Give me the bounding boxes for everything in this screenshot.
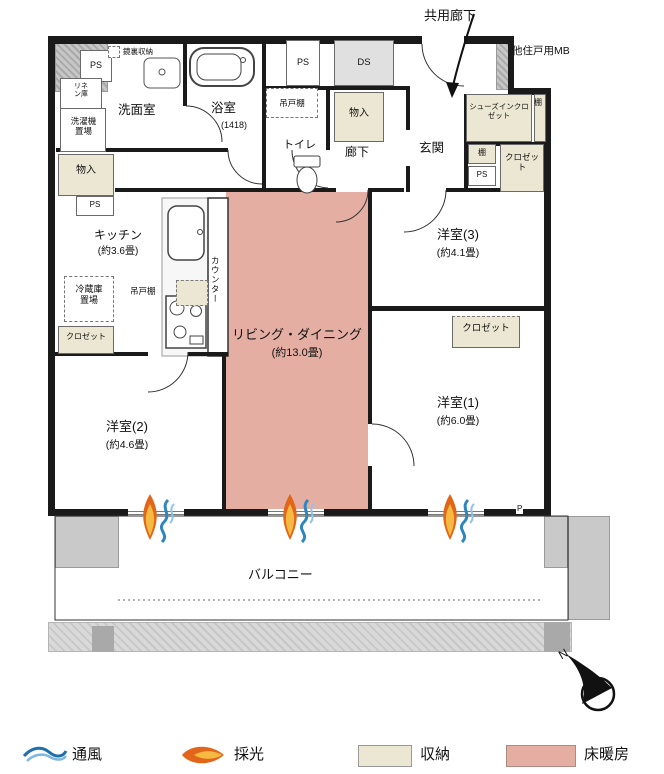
- daylight-wind-icons: [143, 494, 475, 544]
- shelf-small-box: [468, 144, 496, 164]
- hanging-cupboard-kitchen-label: 吊戸棚: [130, 286, 156, 296]
- hanging-cupboard-hall-label: 吊戸棚: [279, 98, 305, 108]
- entrance-label: 玄関: [419, 141, 445, 155]
- kitchen-sink-icon: [167, 205, 205, 261]
- bedroom3-door-arc: [403, 189, 447, 233]
- storage-left-label: 物入: [76, 165, 96, 176]
- wind-swirl-icon: [159, 498, 170, 544]
- ps-label-top-left: PS: [89, 60, 102, 70]
- storage-box-hall: [334, 92, 384, 142]
- bedroom2-size-label: (約4.6畳): [105, 439, 149, 451]
- shoes-in-closet-label: シューズインクロゼット: [469, 102, 529, 120]
- closet-bedroom2-box: [58, 326, 114, 354]
- legend-wind-label: 通風: [72, 746, 103, 763]
- bedroom2-label: 洋室(2): [106, 419, 148, 434]
- bathroom-label: 浴室: [211, 101, 237, 115]
- washer-space-label: 洗濯機置場: [70, 116, 97, 137]
- living-dining-size-label: (約13.0畳): [271, 347, 323, 359]
- closet-entrance-label: クロゼット: [504, 152, 539, 173]
- shoes-in-closet-box: [466, 94, 532, 142]
- bedroom3-size-label: (約4.1畳): [436, 247, 480, 259]
- living-door-arc: [335, 189, 369, 223]
- wind-swirl-icon: [299, 498, 310, 544]
- ps-label-left: PS: [89, 200, 101, 209]
- bedroom1-door-arc: [371, 423, 415, 467]
- parking-label: P: [516, 504, 524, 514]
- bedroom1-size-label: (約6.0畳): [436, 415, 480, 427]
- ds-box: [334, 40, 394, 86]
- ps-label-top-mid: PS: [296, 57, 309, 67]
- balcony-strip-block-left: [92, 626, 114, 652]
- legend-storage-label: 収納: [420, 746, 451, 763]
- linen-cabinet-box: [60, 78, 102, 112]
- bedroom1-label: 洋室(1): [437, 395, 479, 410]
- ps-label-right: PS: [476, 170, 488, 179]
- closet-bedroom2-label: クロゼット: [66, 332, 106, 341]
- closet-entrance-box: [500, 144, 544, 192]
- other-unit-mb-label: 他住戸用MB: [512, 45, 570, 57]
- living-dining-label: リビング・ダイニング: [231, 327, 362, 342]
- hallway-label: 廊下: [345, 145, 370, 159]
- bathroom-door-arc: [185, 105, 223, 143]
- linen-cabinet-label: リネン庫: [74, 83, 88, 99]
- legend: 通風 採光 収納 床暖房: [0, 736, 664, 774]
- bathtub-icon: [189, 47, 255, 87]
- bedroom3-label: 洋室(3): [437, 227, 479, 242]
- ps-box-left: [76, 196, 114, 216]
- washroom-door-arc: [227, 149, 263, 185]
- legend-wind-icon: [22, 746, 68, 762]
- legend-heating-swatch: [506, 745, 576, 767]
- hanging-cupboard-hall-box: [266, 88, 318, 118]
- living-dining-floor-heating-area: [226, 192, 368, 509]
- mirror-storage-label: 鏡裏収納: [123, 47, 153, 56]
- legend-daylight-icon: [182, 746, 224, 764]
- entrance-arrow: [446, 13, 475, 98]
- closet-bedroom1-box: [452, 316, 520, 348]
- counter-label: カウンター: [210, 256, 221, 304]
- bedroom2-door-arc: [147, 351, 189, 393]
- legend-storage-swatch: [358, 745, 412, 767]
- shelf-small-label: 棚: [478, 148, 486, 157]
- toilet-label: トイレ: [283, 139, 316, 151]
- kitchen-size-label: (約3.6畳): [97, 246, 139, 257]
- closet-bedroom1-label: クロゼット: [462, 323, 510, 334]
- hanging-cupboard-kitchen-box: [176, 280, 208, 306]
- balcony-strip-block-right: [544, 622, 570, 652]
- ps-box-top-mid: [286, 40, 320, 86]
- legend-daylight-label: 採光: [234, 746, 265, 763]
- wind-swirl-icon: [459, 498, 470, 544]
- legend-heating-label: 床暖房: [584, 746, 630, 763]
- toilet-icon: [293, 155, 321, 194]
- shelf-right-label: 棚: [534, 98, 542, 107]
- mirror-storage-box: [108, 46, 120, 58]
- washer-space-box: [60, 108, 106, 152]
- shelf-strip-right: [534, 94, 546, 142]
- kitchen-label: キッチン: [93, 228, 142, 242]
- washbasin-icon: [143, 57, 181, 89]
- storage-box-left: [58, 154, 114, 196]
- storage-hall-label: 物入: [349, 108, 369, 119]
- washroom-label: 洗面室: [118, 103, 156, 117]
- balcony-lower-strip: [48, 622, 572, 652]
- bathroom-size-label: (1418): [220, 120, 247, 130]
- fridge-space-label: 冷蔵庫置場: [75, 284, 103, 305]
- interior-walls: [48, 44, 551, 510]
- fridge-space-box: [64, 276, 114, 322]
- ps-box-right: [468, 166, 496, 186]
- balcony-label: バルコニー: [248, 567, 313, 582]
- ds-label: DS: [357, 57, 371, 68]
- compass-icon: [566, 654, 616, 712]
- common-corridor-label: 共用廊下: [424, 8, 477, 23]
